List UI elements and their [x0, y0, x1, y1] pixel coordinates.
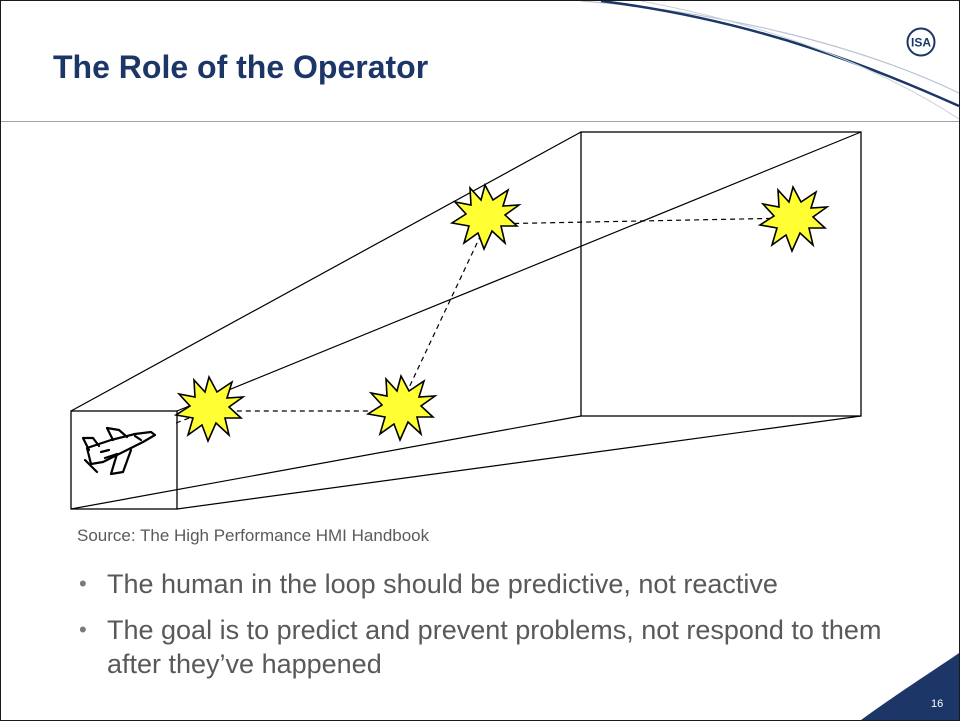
starburst-icon	[367, 375, 436, 441]
starburst-icon	[759, 186, 828, 252]
perspective-line-top-left	[70, 131, 582, 412]
bullet-dot-icon: •	[79, 571, 87, 596]
bullet-text: The goal is to predict and prevent probl…	[107, 615, 882, 679]
perspective-line-bottom-left	[70, 415, 582, 510]
isa-logo-text: ISA	[911, 36, 931, 50]
far-frame	[580, 131, 862, 417]
perspective-line-bottom-right	[176, 415, 862, 510]
slide-title: The Role of the Operator	[53, 49, 429, 85]
title-divider	[1, 121, 959, 122]
perspective-line-top-right	[176, 131, 862, 412]
bullet-item: • The human in the loop should be predic…	[79, 567, 929, 601]
starburst-icon	[451, 184, 520, 250]
isa-logo: ISA	[906, 27, 936, 57]
jet-icon	[81, 426, 157, 476]
source-citation: Source: The High Performance HMI Handboo…	[77, 526, 430, 545]
near-frame	[70, 410, 178, 510]
bullet-list: • The human in the loop should be predic…	[79, 567, 929, 693]
starburst-icon	[175, 376, 244, 442]
page-number: 16	[931, 698, 944, 710]
bullet-dot-icon: •	[79, 617, 87, 642]
operator-tunnel-diagram	[70, 131, 862, 510]
bullet-text: The human in the loop should be predicti…	[107, 569, 778, 599]
bullet-item: • The goal is to predict and prevent pro…	[79, 613, 929, 681]
